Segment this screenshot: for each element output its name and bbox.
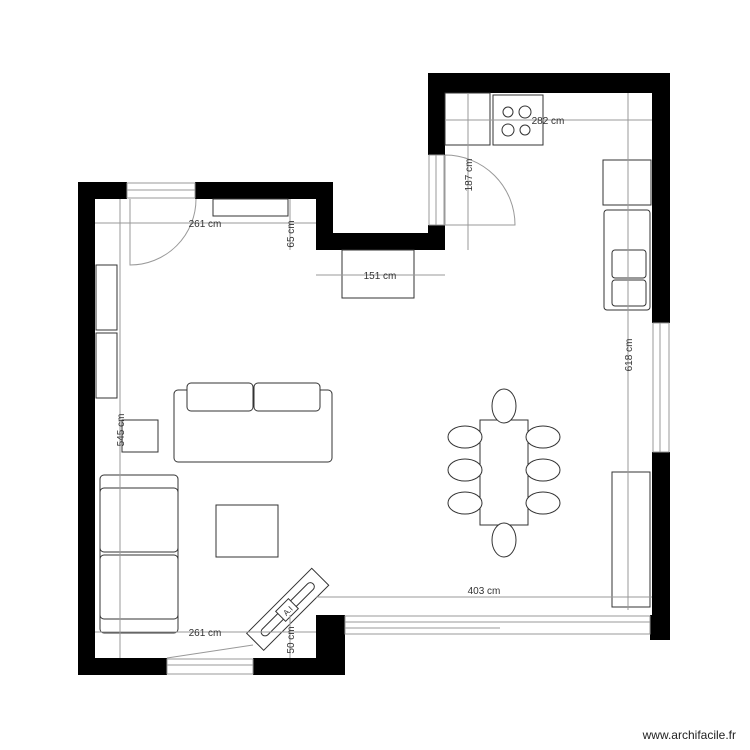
windows (126, 154, 670, 675)
coffee-table (215, 504, 279, 558)
doors (129, 154, 516, 659)
dim-bottom-step-depth: 50 cm (286, 626, 297, 653)
side-table (121, 419, 159, 453)
furniture: A.I (95, 92, 652, 652)
bookshelf (95, 332, 118, 399)
dim-right-height: 618 cm (624, 339, 635, 372)
dishwasher (602, 159, 652, 206)
tv-unit: A.I (245, 567, 330, 652)
dim-kitchen-depth: 187 cm (464, 159, 475, 192)
dimension-lines (95, 93, 652, 658)
watermark: www.archifacile.fr (642, 728, 736, 742)
cabinet (611, 471, 651, 608)
radiator (212, 198, 289, 217)
bookshelf (95, 264, 118, 331)
dim-bottom-right-width: 403 cm (468, 586, 501, 597)
dim-left-height: 545 cm (116, 414, 127, 447)
dim-recess-width: 151 cm (364, 271, 397, 282)
dimension-labels: 261 cm 65 cm 151 cm 187 cm 282 cm 618 cm… (116, 116, 635, 654)
fireplace (341, 249, 415, 299)
dim-recess-depth: 65 cm (286, 220, 297, 247)
dim-top-left-width: 261 cm (189, 219, 222, 230)
dim-kitchen-width: 282 cm (532, 116, 565, 127)
dim-bottom-left-width: 261 cm (189, 628, 222, 639)
walls (78, 73, 670, 675)
dining-table (479, 419, 529, 526)
